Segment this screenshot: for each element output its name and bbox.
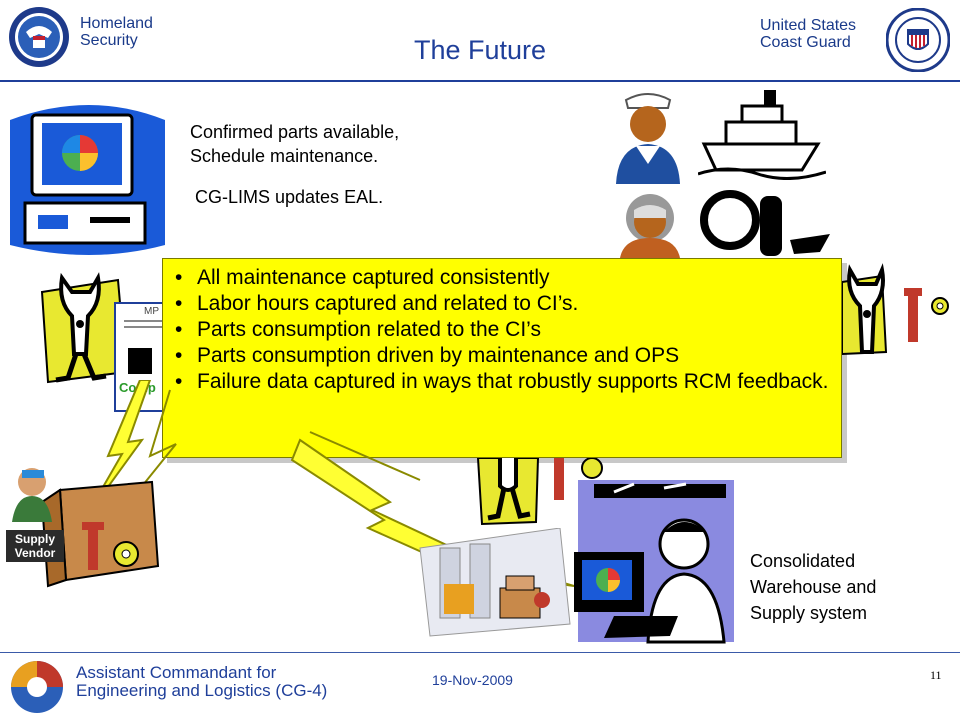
computer-clipart-icon xyxy=(0,95,172,260)
benefit-item: Failure data captured in ways that robus… xyxy=(175,369,829,395)
footer-org-line2: Engineering and Logistics (CG-4) xyxy=(76,681,328,700)
sailor-icon xyxy=(608,86,688,186)
benefits-list: All maintenance captured consistently La… xyxy=(175,265,829,395)
aircraft-icon xyxy=(690,190,840,258)
note-confirmed-parts: Confirmed parts available, Schedule main… xyxy=(190,120,510,168)
cg4-logo-icon xyxy=(10,660,64,714)
benefit-item: Parts consumption related to the CI’s xyxy=(175,317,829,343)
worker-computer-icon xyxy=(574,476,740,644)
warehouse-icon xyxy=(410,527,576,638)
note-confirmed-parts-line1: Confirmed parts available, xyxy=(190,122,400,142)
header-rule xyxy=(0,80,960,82)
footer-org: Assistant Commandant for Engineering and… xyxy=(76,664,416,700)
page-title: The Future xyxy=(413,35,547,65)
dhs-seal-icon xyxy=(8,6,70,68)
warehouse-text-line3: Supply system xyxy=(750,603,868,623)
ship-icon xyxy=(697,84,827,181)
coast-guard-seal-icon xyxy=(885,7,951,73)
warehouse-text-line2: Warehouse and xyxy=(750,577,877,597)
supply-vendor-box-icon xyxy=(2,462,162,590)
warehouse-text-line1: Consolidated xyxy=(750,551,856,571)
footer-org-line1: Assistant Commandant for xyxy=(76,663,277,682)
pilot-icon xyxy=(612,188,688,258)
page-number: 11 xyxy=(930,668,942,682)
header-right-org: United States Coast Guard xyxy=(760,17,857,51)
benefit-item: All maintenance captured consistently xyxy=(175,265,829,291)
supply-vendor-label-line2: Vendor xyxy=(14,546,56,560)
warehouse-text: Consolidated Warehouse and Supply system xyxy=(750,548,950,626)
wrench-character-lower-icon xyxy=(474,457,614,530)
supply-vendor-label: Supply Vendor xyxy=(6,530,64,562)
footer-date: 19-Nov-2009 xyxy=(432,672,513,688)
wrench-character-right-icon xyxy=(841,262,954,358)
benefit-item: Parts consumption driven by maintenance … xyxy=(175,343,829,369)
mp-document-label: MP xyxy=(144,306,159,317)
benefit-item: Labor hours captured and related to CI’s… xyxy=(175,291,829,317)
benefits-callout: All maintenance captured consistently La… xyxy=(162,258,842,458)
note-confirmed-parts-line2: Schedule maintenance. xyxy=(190,146,379,166)
footer-rule xyxy=(0,652,960,653)
header-left-org: Homeland Security xyxy=(80,15,153,49)
supply-vendor-label-line1: Supply xyxy=(14,532,55,546)
note-cg-lims: CG-LIMS updates EAL. xyxy=(195,187,384,207)
